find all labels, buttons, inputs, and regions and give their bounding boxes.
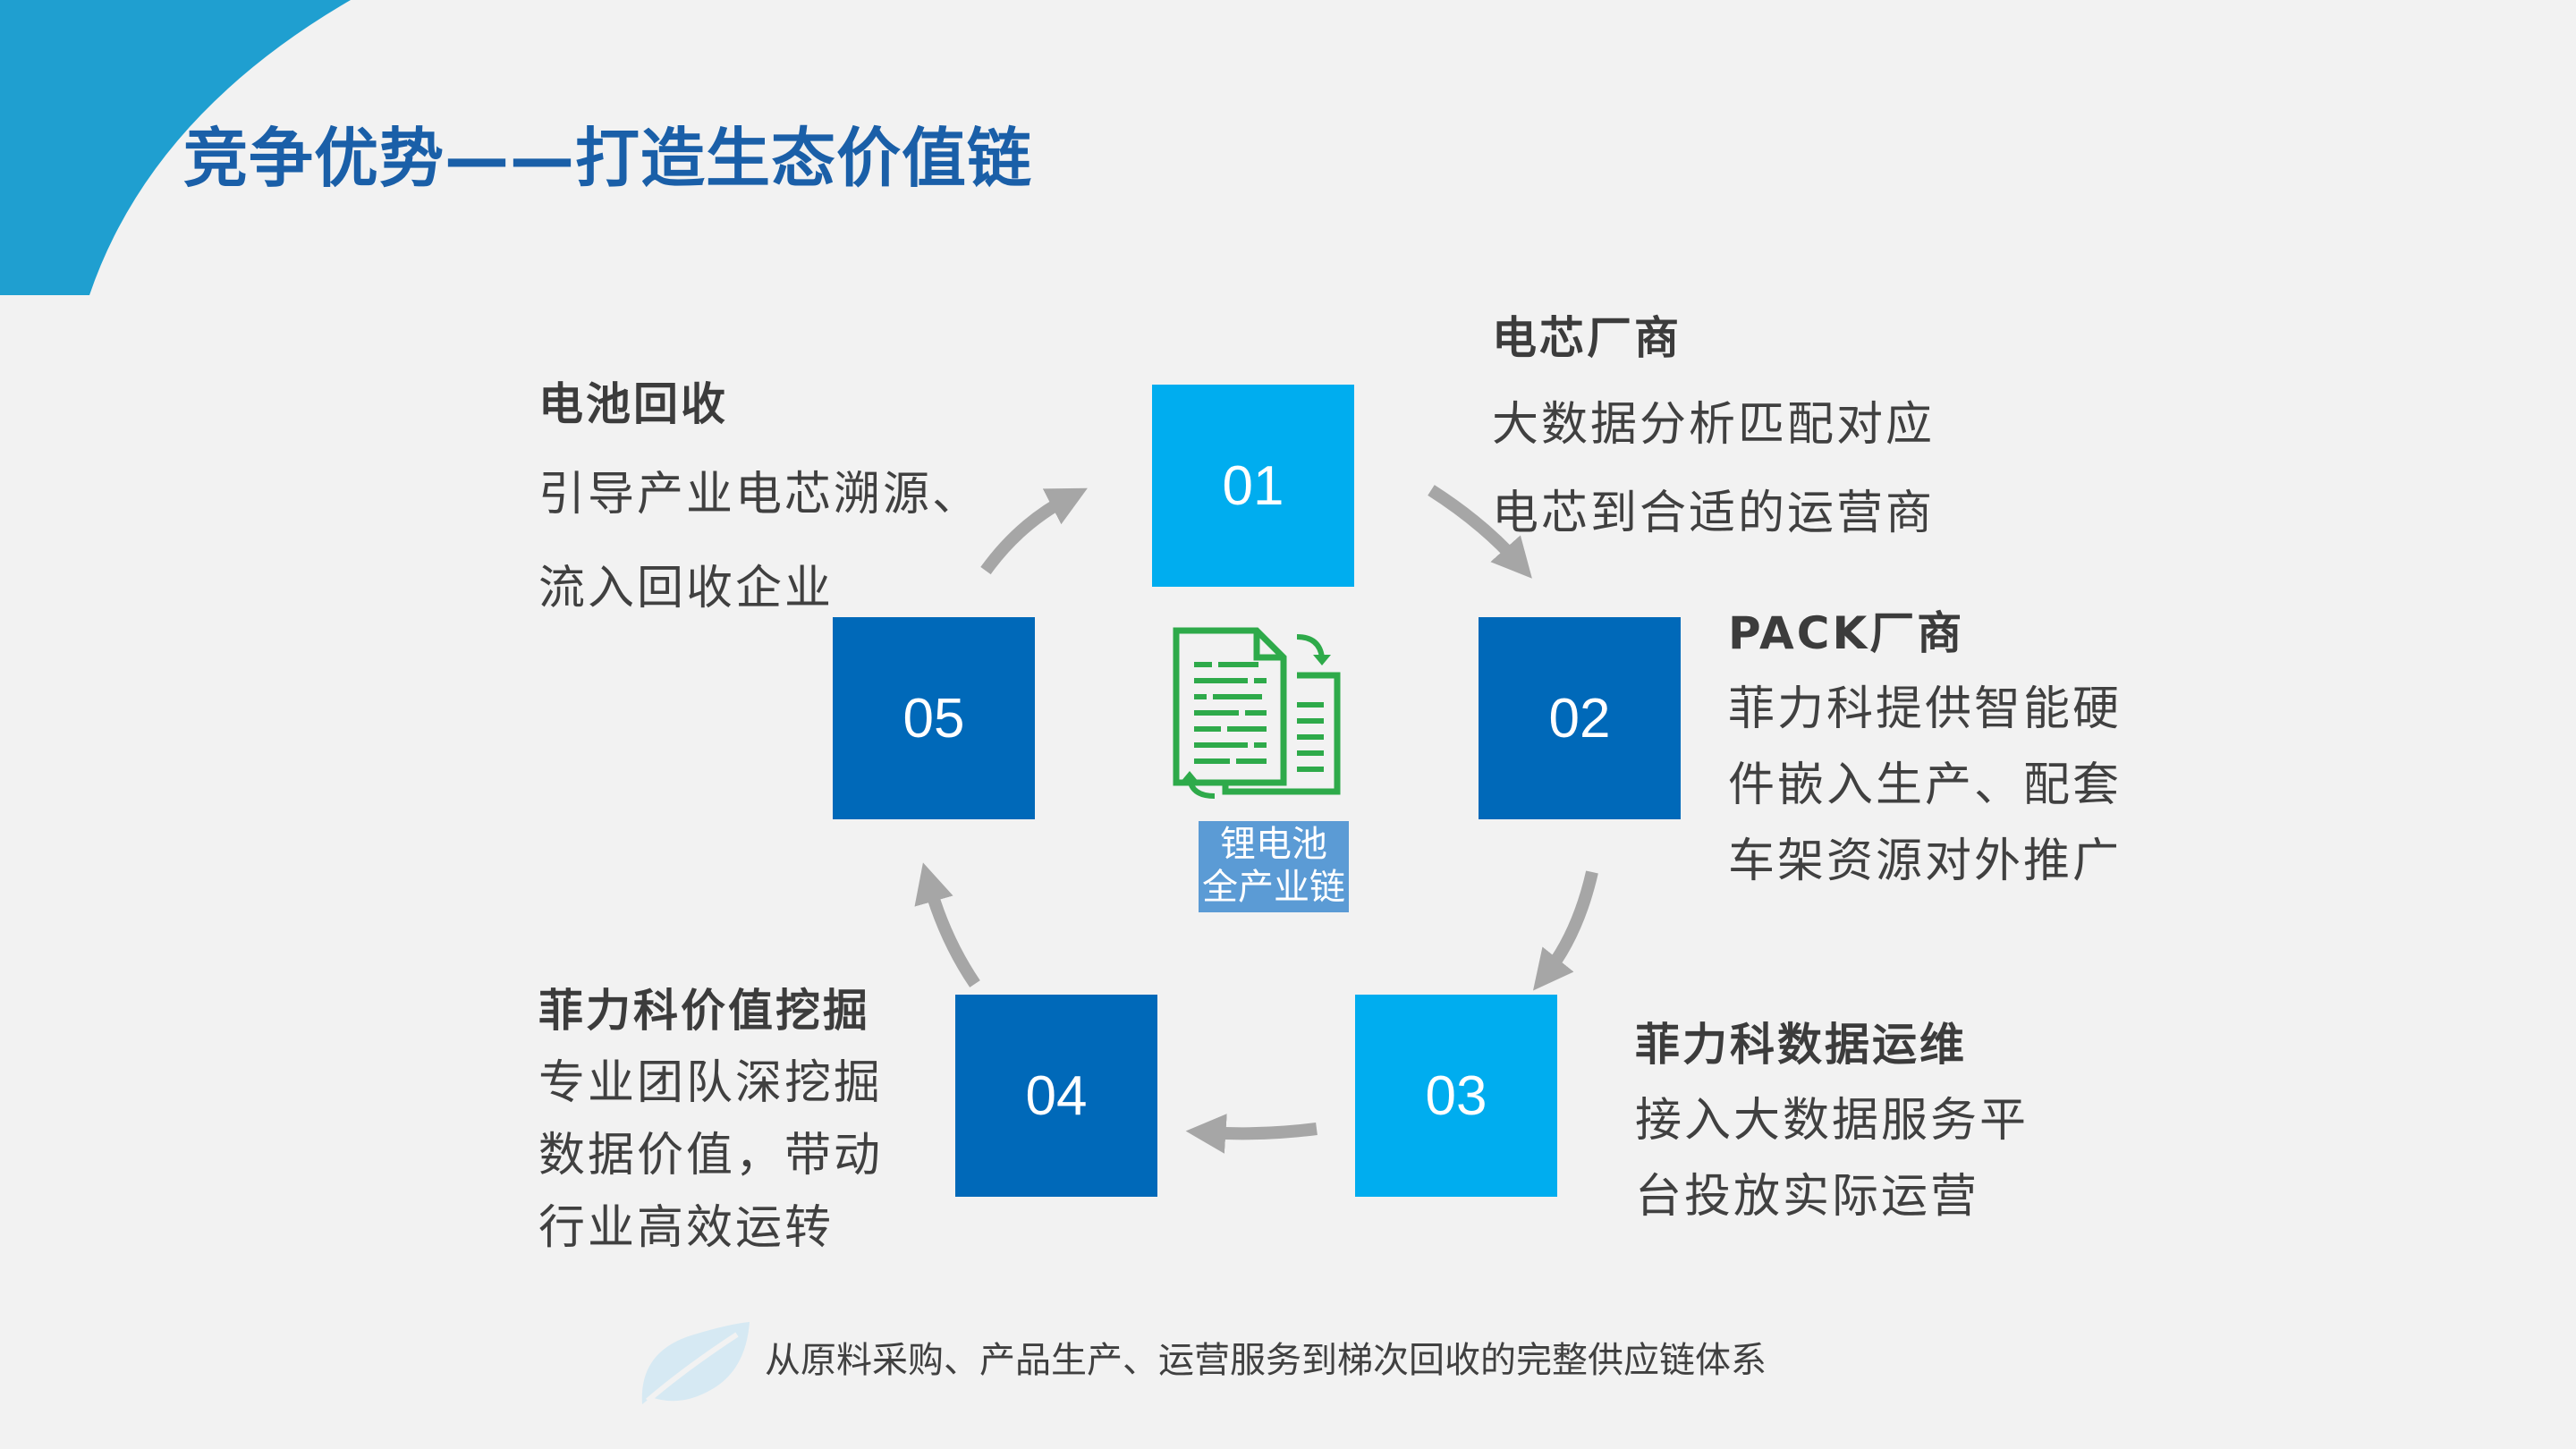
step-heading: 电芯厂商 [1492,312,1682,364]
step-text-02: PACK厂商 菲力科提供智能硬 件嵌入生产、配套 车架资源对外推广 [1728,597,2122,890]
center-label-line1: 锂电池 [1220,824,1327,865]
step-line: 数据价值，带动 [538,1129,884,1182]
step-line: 接入大数据服务平 [1635,1094,2029,1148]
center-label-line2: 全产业链 [1202,867,1345,908]
step-line: 行业高效运转 [538,1201,835,1255]
page-title: 竞争优势——打造生态价值链 [183,121,1033,196]
step-line: 菲力科提供智能硬 [1728,682,2123,736]
arrow-02-to-03 [1533,870,1598,991]
step-text-05: 电池回收 引导产业电芯溯源、 流入回收企业 [538,369,981,617]
arrow-03-to-04 [1185,1114,1318,1154]
arrow-05-to-01 [980,487,1088,575]
arrow-04-to-05 [914,862,980,987]
step-text-04: 菲力科价值挖掘 专业团队深挖掘 数据价值，带动 行业高效运转 [538,975,883,1257]
step-line: 大数据分析匹配对应 [1492,398,1936,452]
step-text-03: 菲力科数据运维 接入大数据服务平 台投放实际运营 [1635,1009,2029,1225]
step-line: 电芯到合适的运营商 [1492,487,1936,540]
step-line: 车架资源对外推广 [1728,835,2123,888]
footer-caption: 从原料采购、产品生产、运营服务到梯次回收的完整供应链体系 [765,1340,1767,1381]
arrow-01-to-02 [1428,485,1532,579]
leaf-icon [641,1322,750,1404]
step-line: 专业团队深挖掘 [538,1056,884,1110]
center-label: 锂电池 全产业链 [1199,821,1349,912]
step-box-04: 04 [955,995,1157,1197]
step-heading: PACK厂商 [1728,607,1965,659]
document-exchange-icon [1173,627,1341,799]
step-box-03: 03 [1355,995,1557,1197]
step-box-05: 05 [833,617,1035,819]
step-box-01: 01 [1152,385,1354,587]
step-line: 台投放实际运营 [1635,1170,1980,1224]
step-line: 引导产业电芯溯源、 [538,468,982,521]
step-heading: 菲力科价值挖掘 [538,985,870,1037]
step-text-01: 电芯厂商 大数据分析匹配对应 电芯到合适的运营商 [1492,302,1935,542]
corner-decoration [0,0,351,295]
step-heading: 电池回收 [538,378,728,430]
step-box-02: 02 [1479,617,1681,819]
step-heading: 菲力科数据运维 [1635,1019,1967,1071]
step-line: 件嵌入生产、配套 [1728,758,2123,812]
step-line: 流入回收企业 [538,562,835,615]
